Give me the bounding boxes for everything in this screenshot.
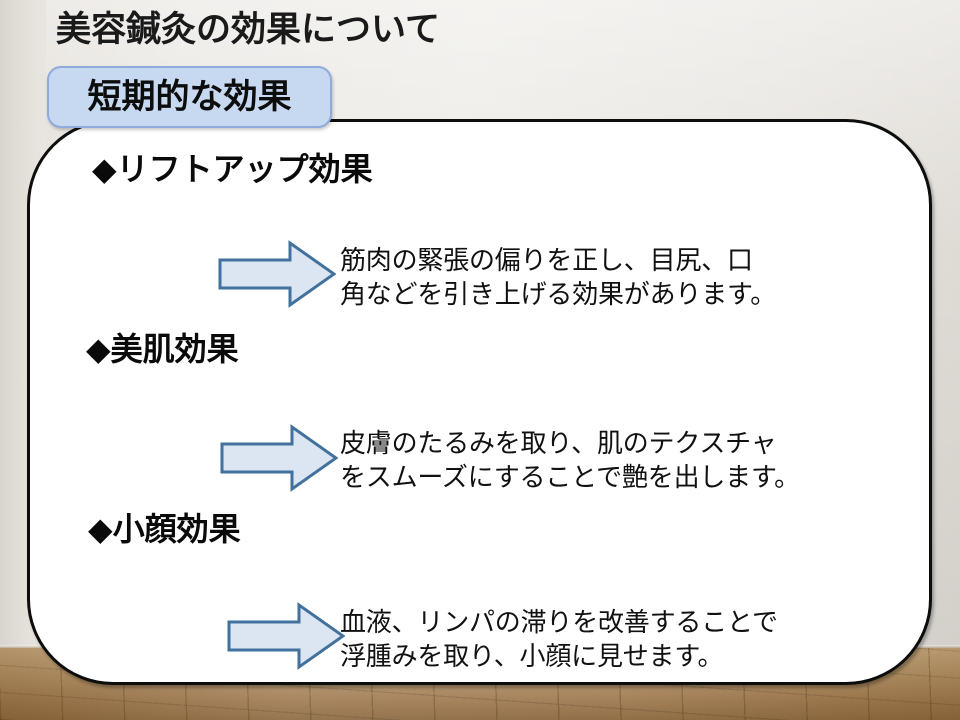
- page-title: 美容鍼灸の効果について: [56, 10, 440, 49]
- section-badge-label: 短期的な効果: [87, 78, 292, 116]
- effect-heading: ◆リフトアップ効果: [92, 151, 373, 187]
- effect-description: 血液、リンパの滞りを改善することで 浮腫みを取り、小顔に見せます。: [340, 607, 778, 671]
- effect-heading: ◆美肌効果: [86, 331, 239, 367]
- right-block-arrow-icon: [227, 602, 345, 670]
- section-badge: 短期的な効果: [47, 66, 332, 128]
- right-block-arrow-icon: [220, 424, 338, 492]
- effect-description: 皮膚のたるみを取り、肌のテクスチャ をスムーズにすることで艶を出します。: [340, 428, 800, 492]
- right-block-arrow-icon: [218, 240, 336, 308]
- content-panel: [27, 119, 932, 685]
- effect-heading: ◆小顔効果: [88, 511, 241, 547]
- effect-description: 筋肉の緊張の偏りを正し、目尻、口 角などを引き上げる効果があります。: [340, 245, 777, 309]
